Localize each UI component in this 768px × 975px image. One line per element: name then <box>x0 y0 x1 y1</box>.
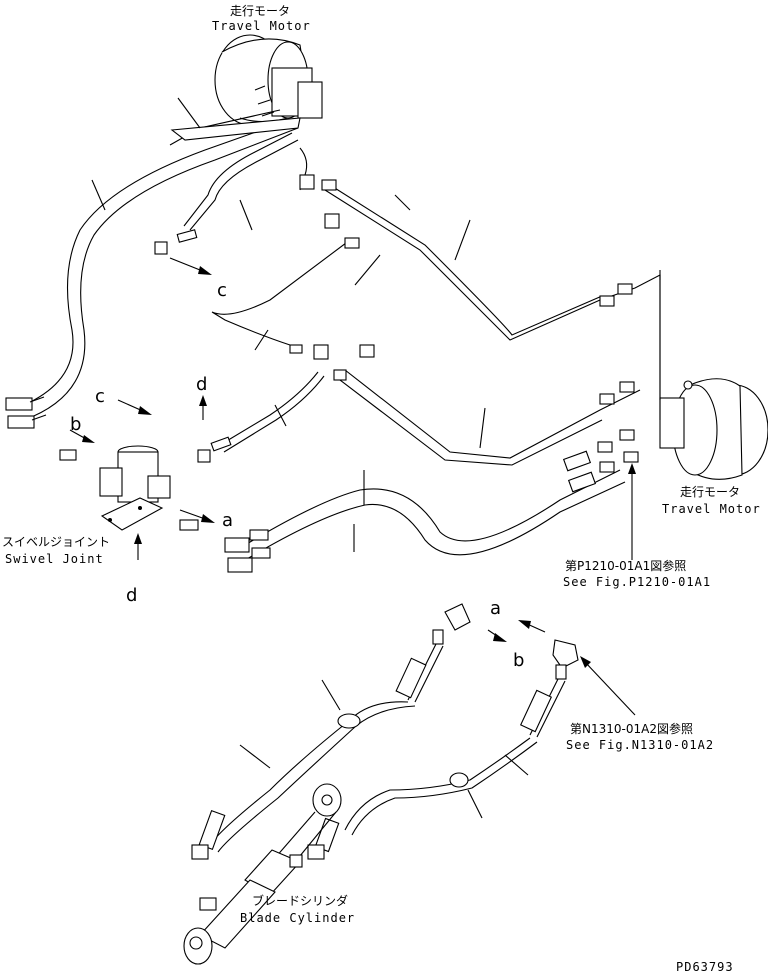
swivel-joint-en: Swivel Joint <box>5 552 104 566</box>
ref-b-2: b <box>513 650 524 671</box>
blade-hose-right <box>307 639 579 860</box>
drawing-code: PD63793 <box>676 960 734 974</box>
ref-d-1: d <box>196 374 207 395</box>
ref-a-2: a <box>490 598 501 619</box>
tubes-middle <box>183 132 661 466</box>
ref-c-2: c <box>95 386 105 407</box>
travel-motor-right-jp: 走行モータ <box>680 485 740 499</box>
swivel-joint <box>99 445 171 531</box>
blade-cylinder-en: Blade Cylinder <box>240 911 355 925</box>
fig-ref-2-en: See Fig.N1310-01A2 <box>566 738 714 752</box>
ref-d-2: d <box>126 585 137 606</box>
hose-group-left <box>5 109 299 429</box>
blade-cylinder-jp: ブレードシリンダ <box>252 893 348 908</box>
swivel-joint-jp: スイベルジョイント <box>2 535 110 549</box>
hose-group-bottom <box>224 429 639 573</box>
fig-ref-1-jp: 第P1210-01A1図参照 <box>565 558 686 573</box>
travel-motor-top-jp: 走行モータ <box>230 4 290 18</box>
fittings <box>59 117 635 531</box>
travel-motor-right-en: Travel Motor <box>662 502 761 516</box>
leader-lines <box>91 97 661 552</box>
ref-b-1: b <box>70 414 81 435</box>
fig-ref-2-jp: 第N1310-01A2図参照 <box>570 721 693 736</box>
travel-motor-top-en: Travel Motor <box>212 19 311 33</box>
ref-a-1: a <box>222 510 233 531</box>
fig-ref-1-en: See Fig.P1210-01A1 <box>563 575 711 589</box>
travel-motor-top <box>214 34 323 126</box>
blade-hose-left <box>191 603 471 860</box>
ref-c-1: c <box>217 280 227 301</box>
blade-cylinder <box>183 783 342 965</box>
leader-lines-lower <box>239 679 529 819</box>
travel-motor-right <box>659 378 768 480</box>
reference-arrows <box>69 257 636 716</box>
